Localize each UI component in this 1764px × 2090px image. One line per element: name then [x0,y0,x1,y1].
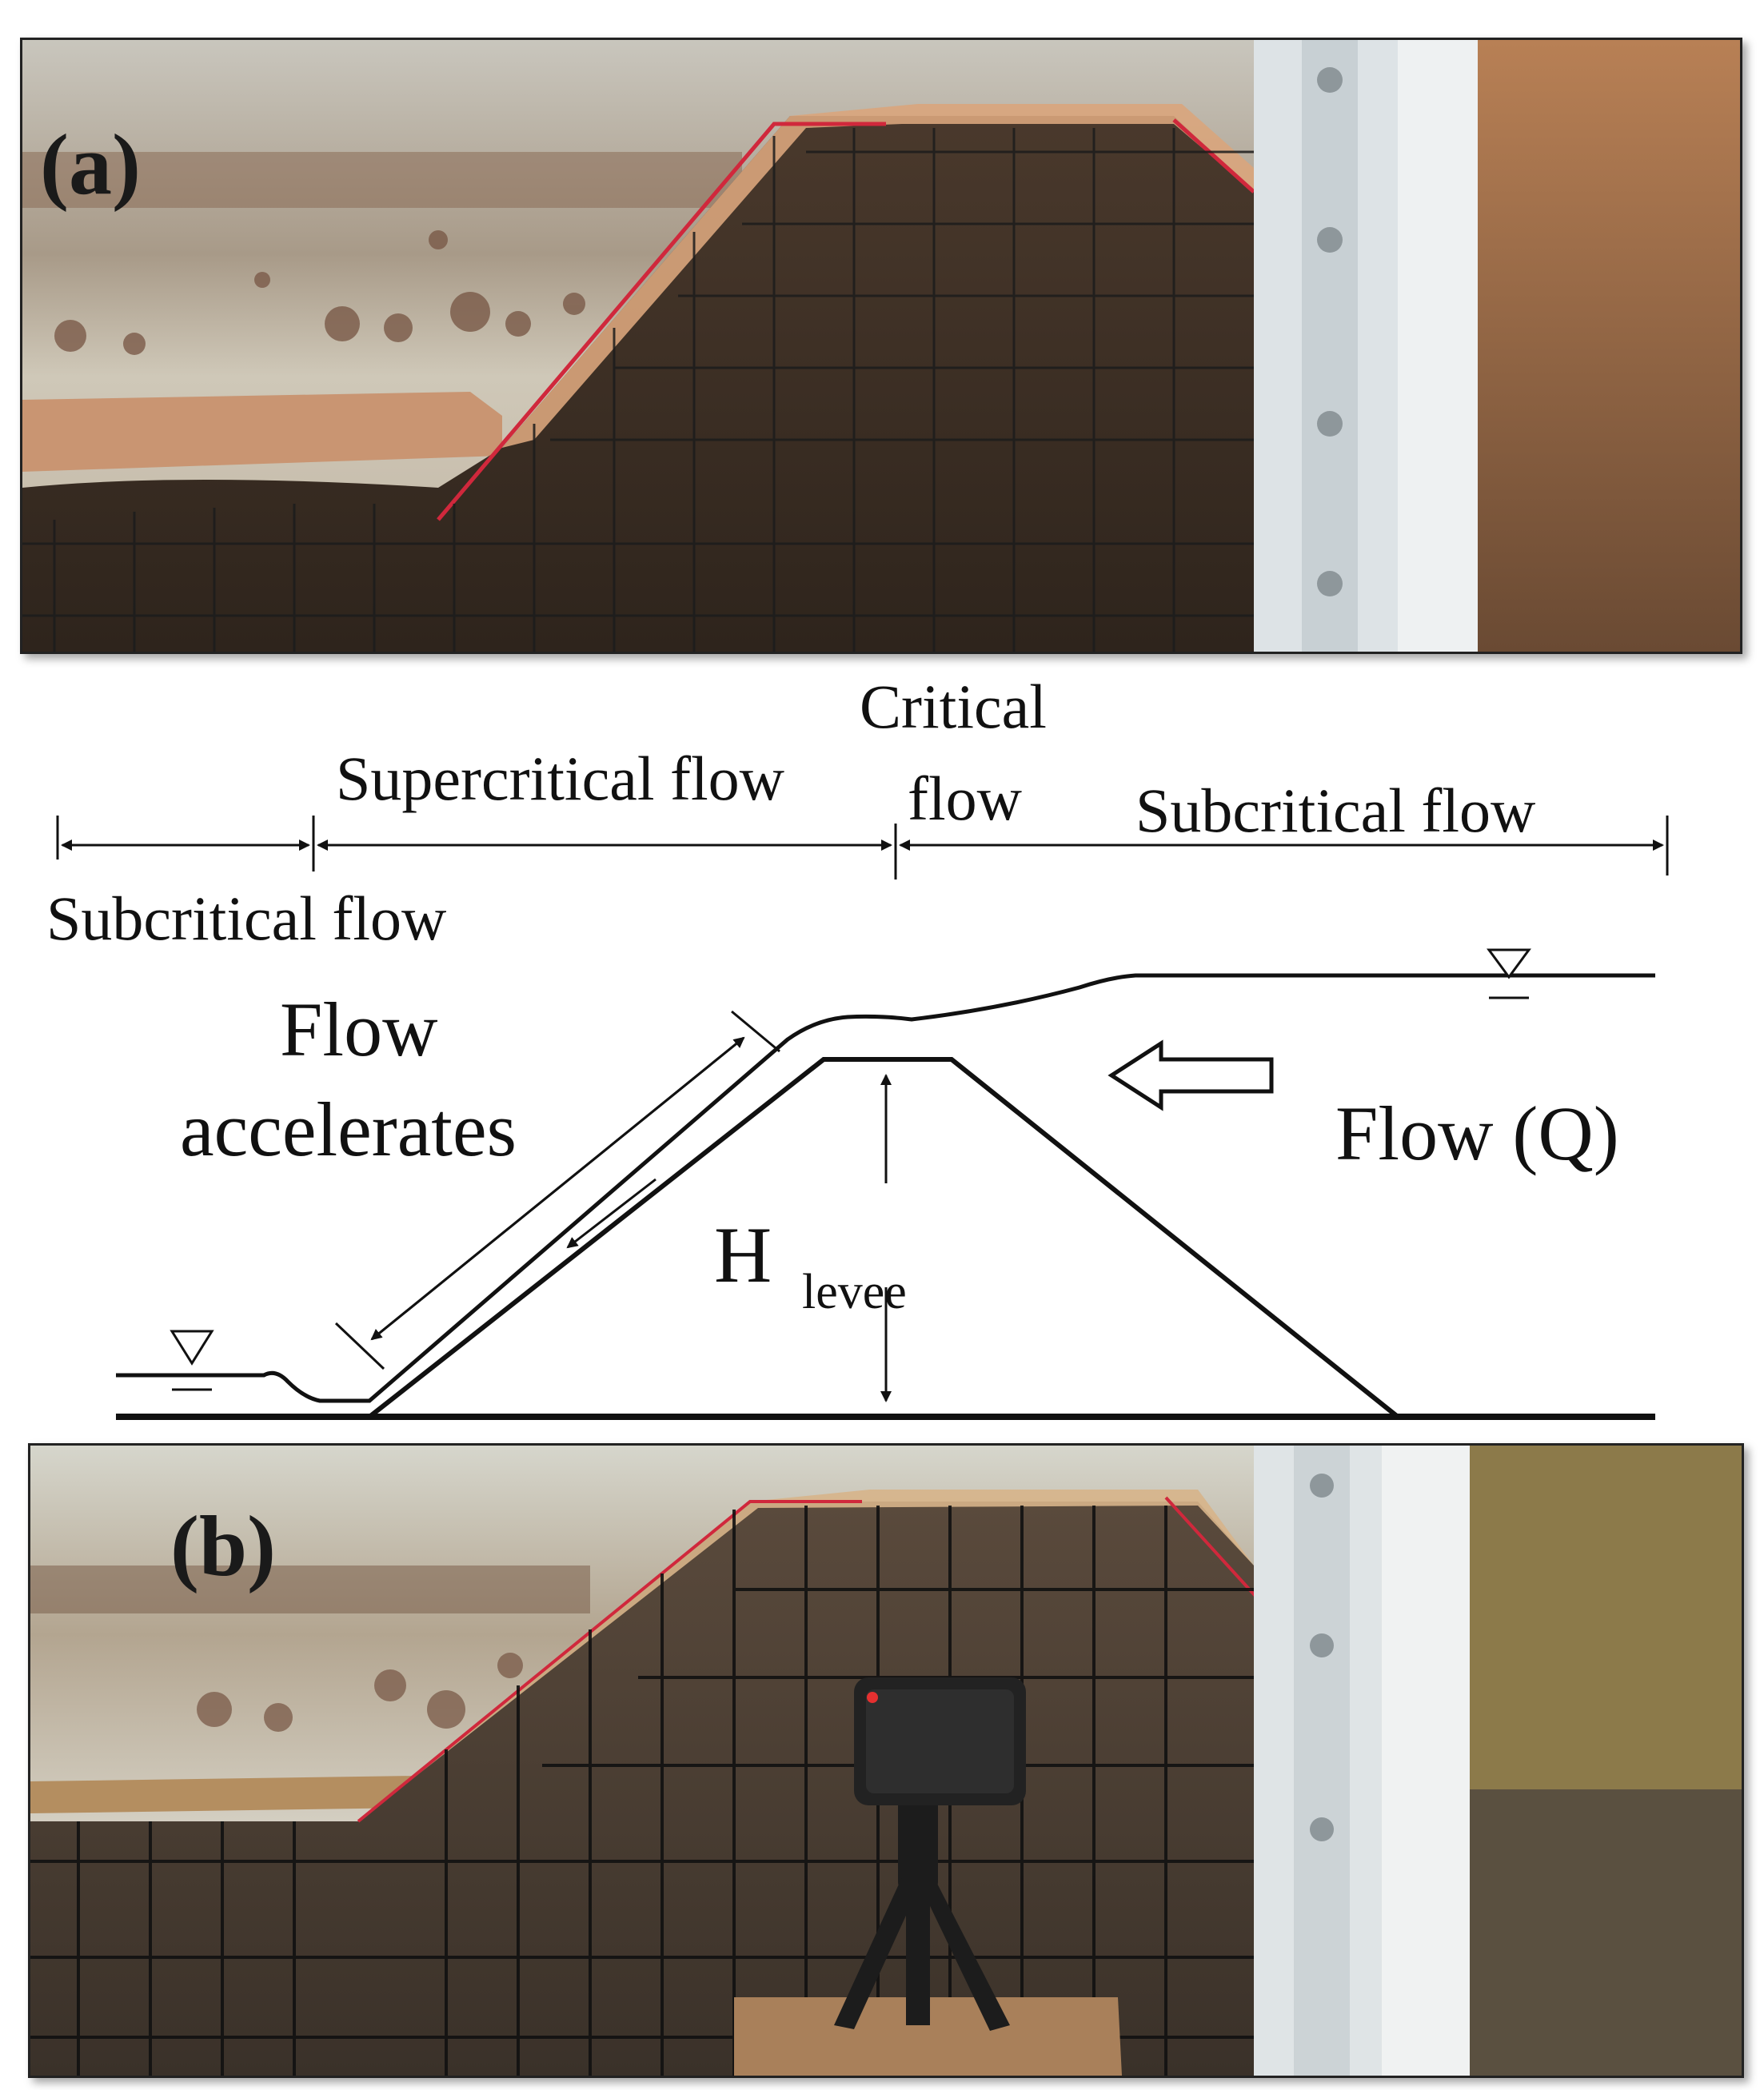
label-flow-q: Flow (Q) [1335,1091,1619,1176]
panel-a-label: (a) [40,118,141,213]
wooden-board [734,1997,1122,2076]
photo-panel-b: (b) [28,1443,1744,2078]
label-flow-accelerates-line2: accelerates [180,1087,517,1172]
water-level-symbol-right [1487,948,1531,999]
panel-b-label: (b) [170,1499,276,1594]
label-levee-height-subscript: levee [802,1265,907,1319]
slope-flow-arrow [566,1178,657,1249]
slope-length-arrow [334,1010,780,1370]
photo-b-illustration [30,1446,1742,2076]
label-subcritical-flow-downstream: Subcritical flow [46,883,447,953]
photo-a-illustration [22,40,1740,652]
label-flow-accelerates-line1: Flow [280,987,438,1072]
label-levee-height-symbol: H [714,1211,772,1299]
water-level-symbol-left [170,1330,214,1391]
water-surface [116,973,1655,1403]
label-critical-flow-line2: flow [908,764,1022,833]
flow-regime-dimension-line [56,816,1669,879]
label-critical-flow-line1: Critical [860,672,1047,741]
camera [854,1677,1026,1805]
levee-overtopping-schematic [56,816,1669,1420]
photo-panel-a: (a) [20,38,1742,654]
tripod [834,1781,1010,2031]
flow-direction-arrow [1107,1039,1274,1111]
label-subcritical-flow-upstream: Subcritical flow [1135,776,1536,845]
levee-outline [368,1057,1399,1419]
label-supercritical-flow: Supercritical flow [336,744,784,813]
